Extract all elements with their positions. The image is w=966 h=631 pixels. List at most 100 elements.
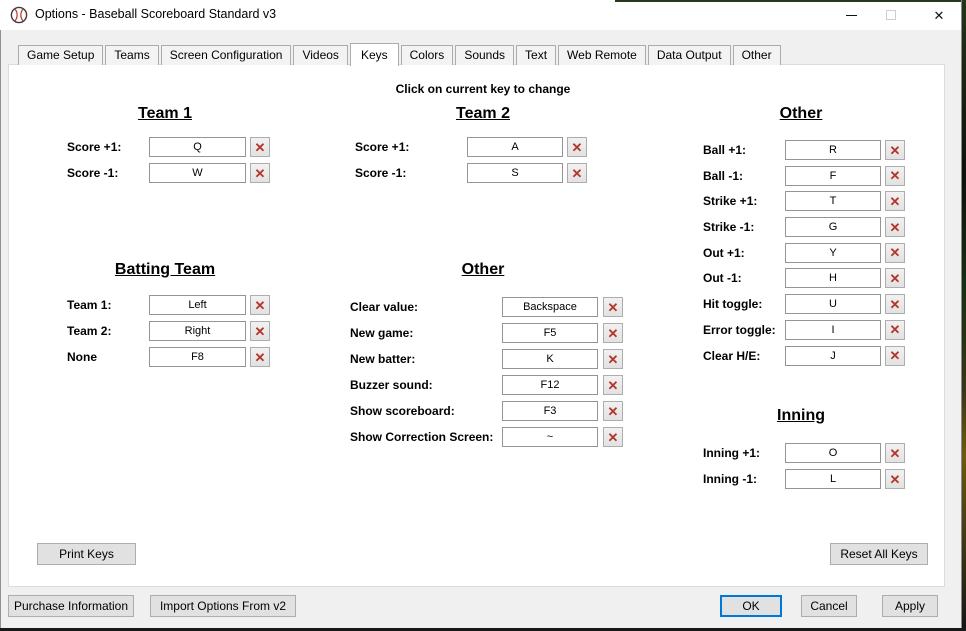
key-label: Out +1: — [703, 245, 745, 260]
clear-key-button[interactable]: ✕ — [250, 321, 270, 341]
purchase-information-button[interactable]: Purchase Information — [8, 595, 134, 617]
key-row: Buzzer sound: F12✕ — [350, 375, 623, 395]
key-row: Clear H/E: J✕ — [703, 345, 905, 366]
section-title-other-counts: Other — [779, 105, 823, 122]
key-field[interactable]: F12 — [502, 375, 598, 395]
key-field[interactable]: Right — [149, 321, 246, 341]
tab-game-setup[interactable]: Game Setup — [18, 45, 104, 65]
clear-key-button[interactable]: ✕ — [885, 242, 905, 263]
tab-sounds[interactable]: Sounds — [455, 45, 515, 65]
clear-key-button[interactable]: ✕ — [603, 297, 623, 317]
tab-screen-configuration[interactable]: Screen Configuration — [160, 45, 292, 65]
key-field[interactable]: Y — [785, 242, 881, 263]
tab-other[interactable]: Other — [732, 45, 781, 65]
key-field[interactable]: O — [785, 443, 881, 463]
red-x-icon: ✕ — [254, 297, 266, 313]
red-x-icon: ✕ — [607, 299, 619, 315]
desktop-sliver-right — [962, 0, 966, 631]
key-label: Buzzer sound: — [350, 378, 433, 392]
key-row: Out -1:H✕ — [703, 268, 905, 289]
key-field[interactable]: F5 — [502, 323, 598, 343]
key-field[interactable]: ~ — [502, 427, 598, 447]
clear-key-button[interactable]: ✕ — [885, 319, 905, 340]
clear-key-button[interactable]: ✕ — [885, 191, 905, 212]
key-field[interactable]: W — [149, 163, 246, 183]
reset-all-keys-button[interactable]: Reset All Keys — [830, 543, 928, 565]
clear-key-button[interactable]: ✕ — [603, 427, 623, 447]
clear-key-button[interactable]: ✕ — [567, 137, 587, 157]
red-x-icon: ✕ — [889, 193, 901, 209]
clear-key-button[interactable]: ✕ — [885, 217, 905, 238]
clear-key-button[interactable]: ✕ — [885, 469, 905, 489]
key-label: Clear value: — [350, 300, 419, 314]
clear-key-button[interactable]: ✕ — [250, 295, 270, 315]
key-label: Clear H/E: — [703, 348, 761, 363]
key-field[interactable]: U — [785, 294, 881, 315]
key-field[interactable]: H — [785, 268, 881, 289]
clear-key-button[interactable]: ✕ — [885, 268, 905, 289]
minimize-icon — [845, 14, 857, 16]
key-field[interactable]: Q — [149, 137, 246, 157]
cancel-button[interactable]: Cancel — [801, 595, 857, 617]
key-row: Team 1: Left ✕ — [67, 295, 270, 315]
section-title-team2: Team 2 — [456, 105, 510, 122]
key-label: Score +1: — [67, 140, 122, 154]
clear-key-button[interactable]: ✕ — [603, 323, 623, 343]
key-label: Score +1: — [355, 140, 410, 154]
key-rows-counts: Ball +1:R✕Ball -1:F✕Strike +1:T✕Strike -… — [703, 140, 905, 366]
key-field[interactable]: R — [785, 140, 881, 160]
key-field[interactable]: T — [785, 191, 881, 212]
tab-colors[interactable]: Colors — [400, 45, 454, 65]
clear-key-button[interactable]: ✕ — [885, 140, 905, 160]
key-row: Score -1:S✕ — [355, 163, 587, 183]
key-label: New batter: — [350, 352, 416, 366]
clear-key-button[interactable]: ✕ — [885, 345, 905, 366]
clear-key-button[interactable]: ✕ — [885, 165, 905, 186]
clear-key-button[interactable]: ✕ — [250, 347, 270, 367]
key-field[interactable]: A — [467, 137, 563, 157]
key-label: Team 1: — [67, 298, 112, 312]
tab-teams[interactable]: Teams — [105, 45, 159, 65]
key-row: Team 2:Right✕ — [67, 321, 270, 341]
key-field[interactable]: F8 — [149, 347, 246, 367]
section-title-other-general: Other — [461, 261, 505, 278]
key-field[interactable]: L — [785, 469, 881, 489]
clear-key-button[interactable]: ✕ — [885, 294, 905, 315]
clear-key-button[interactable]: ✕ — [603, 401, 623, 421]
red-x-icon: ✕ — [889, 471, 901, 487]
print-keys-button[interactable]: Print Keys — [37, 543, 136, 565]
minimize-button[interactable] — [831, 0, 871, 30]
instruction-text: Click on current key to change — [395, 82, 571, 96]
tab-web-remote[interactable]: Web Remote — [558, 45, 646, 65]
clear-key-button[interactable]: ✕ — [603, 349, 623, 369]
red-x-icon: ✕ — [607, 403, 619, 419]
tab-keys[interactable]: Keys — [349, 43, 399, 66]
key-row: Out +1: Y✕ — [703, 242, 905, 263]
key-field[interactable]: S — [467, 163, 563, 183]
key-field[interactable]: F — [785, 165, 881, 186]
apply-button[interactable]: Apply — [882, 595, 938, 617]
clear-key-button[interactable]: ✕ — [250, 163, 270, 183]
tab-videos[interactable]: Videos — [293, 45, 348, 65]
key-field[interactable]: Backspace — [502, 297, 598, 317]
key-rows-general: Clear value:Backspace✕New game:F5✕New ba… — [350, 297, 623, 447]
key-field[interactable]: K — [502, 349, 598, 369]
clear-key-button[interactable]: ✕ — [603, 375, 623, 395]
clear-key-button[interactable]: ✕ — [250, 137, 270, 157]
clear-key-button[interactable]: ✕ — [885, 443, 905, 463]
close-button[interactable]: ✕ — [917, 0, 961, 30]
key-field[interactable]: F3 — [502, 401, 598, 421]
window-border-right — [961, 0, 962, 628]
tab-data-output[interactable]: Data Output — [647, 45, 731, 65]
key-field[interactable]: J — [785, 345, 881, 366]
key-field[interactable]: G — [785, 217, 881, 238]
key-label: Strike +1: — [703, 194, 758, 209]
clear-key-button[interactable]: ✕ — [567, 163, 587, 183]
key-field[interactable]: Left — [149, 295, 246, 315]
red-x-icon: ✕ — [254, 165, 266, 181]
key-field[interactable]: I — [785, 319, 881, 340]
ok-button[interactable]: OK — [720, 595, 782, 617]
key-row: Score -1:W✕ — [67, 163, 270, 183]
tab-text[interactable]: Text — [516, 45, 557, 65]
import-options-button[interactable]: Import Options From v2 — [150, 595, 296, 617]
